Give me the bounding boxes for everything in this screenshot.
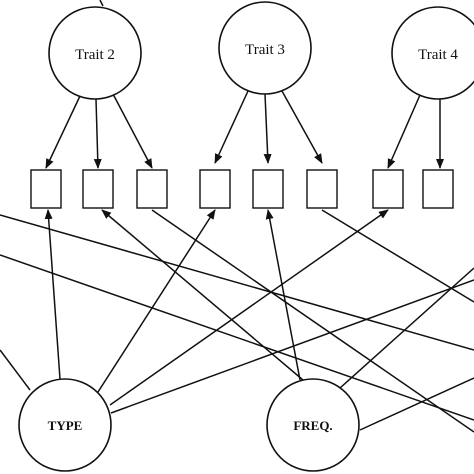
edge-type-to-box1 (44, 209, 61, 380)
edge-crossing-a (0, 214, 474, 351)
trait-node-trait3: Trait 3 (218, 1, 312, 95)
trait-label: Trait 3 (245, 42, 285, 58)
method-node-freq: FREQ. (266, 378, 360, 472)
edge-trait3-to-box4 (214, 90, 249, 164)
method-node-type: TYPE (18, 378, 112, 472)
edge-freq-offscreen (339, 267, 474, 389)
method-circle (18, 378, 112, 472)
method-label: TYPE (48, 418, 83, 433)
edge-freq-to-right (359, 377, 474, 431)
trait-circle (391, 6, 474, 100)
indicator-box-6 (306, 169, 338, 209)
trait-label: Trait 4 (418, 47, 458, 63)
trait-circle (218, 1, 312, 95)
trait-circle (48, 6, 142, 100)
indicator-box-1 (30, 169, 62, 209)
method-label: FREQ. (293, 418, 332, 433)
trait-node-trait4: Trait 4 (391, 6, 474, 100)
edge-trait2-to-box3 (112, 93, 153, 169)
indicator-box-7 (372, 169, 404, 209)
edge-type-offscreen (0, 349, 31, 391)
edge-trait4-to-box7 (387, 94, 421, 169)
method-circle (266, 378, 360, 472)
indicator-box-5 (252, 169, 284, 209)
edge-type-to-right (110, 279, 474, 414)
edge-trait3-to-box5 (263, 93, 272, 164)
edge-trait2-to-box1 (45, 95, 81, 169)
edge-type-to-box4 (97, 209, 216, 393)
indicator-box-2 (82, 169, 114, 209)
edge-trait2-to-box2 (93, 98, 102, 169)
edge-trait3-to-box6 (281, 90, 323, 164)
trait-label: Trait 2 (75, 47, 115, 63)
indicator-box-8 (422, 169, 454, 209)
indicator-box-4 (199, 169, 231, 209)
indicator-box-3 (136, 169, 168, 209)
edge-freq-to-box2 (101, 209, 304, 381)
trait-node-trait2: Trait 2 (48, 6, 142, 100)
indicators-layer (30, 169, 454, 209)
edge-crossing-b (0, 254, 474, 421)
edge-box6-offscreen (321, 209, 474, 303)
edge-box3-offscreen (151, 209, 474, 433)
edge-offscreen-stub (99, 0, 104, 7)
edges-layer (0, 0, 474, 433)
edge-freq-to-box5 (265, 209, 301, 381)
edge-type-to-box7 (109, 209, 389, 406)
